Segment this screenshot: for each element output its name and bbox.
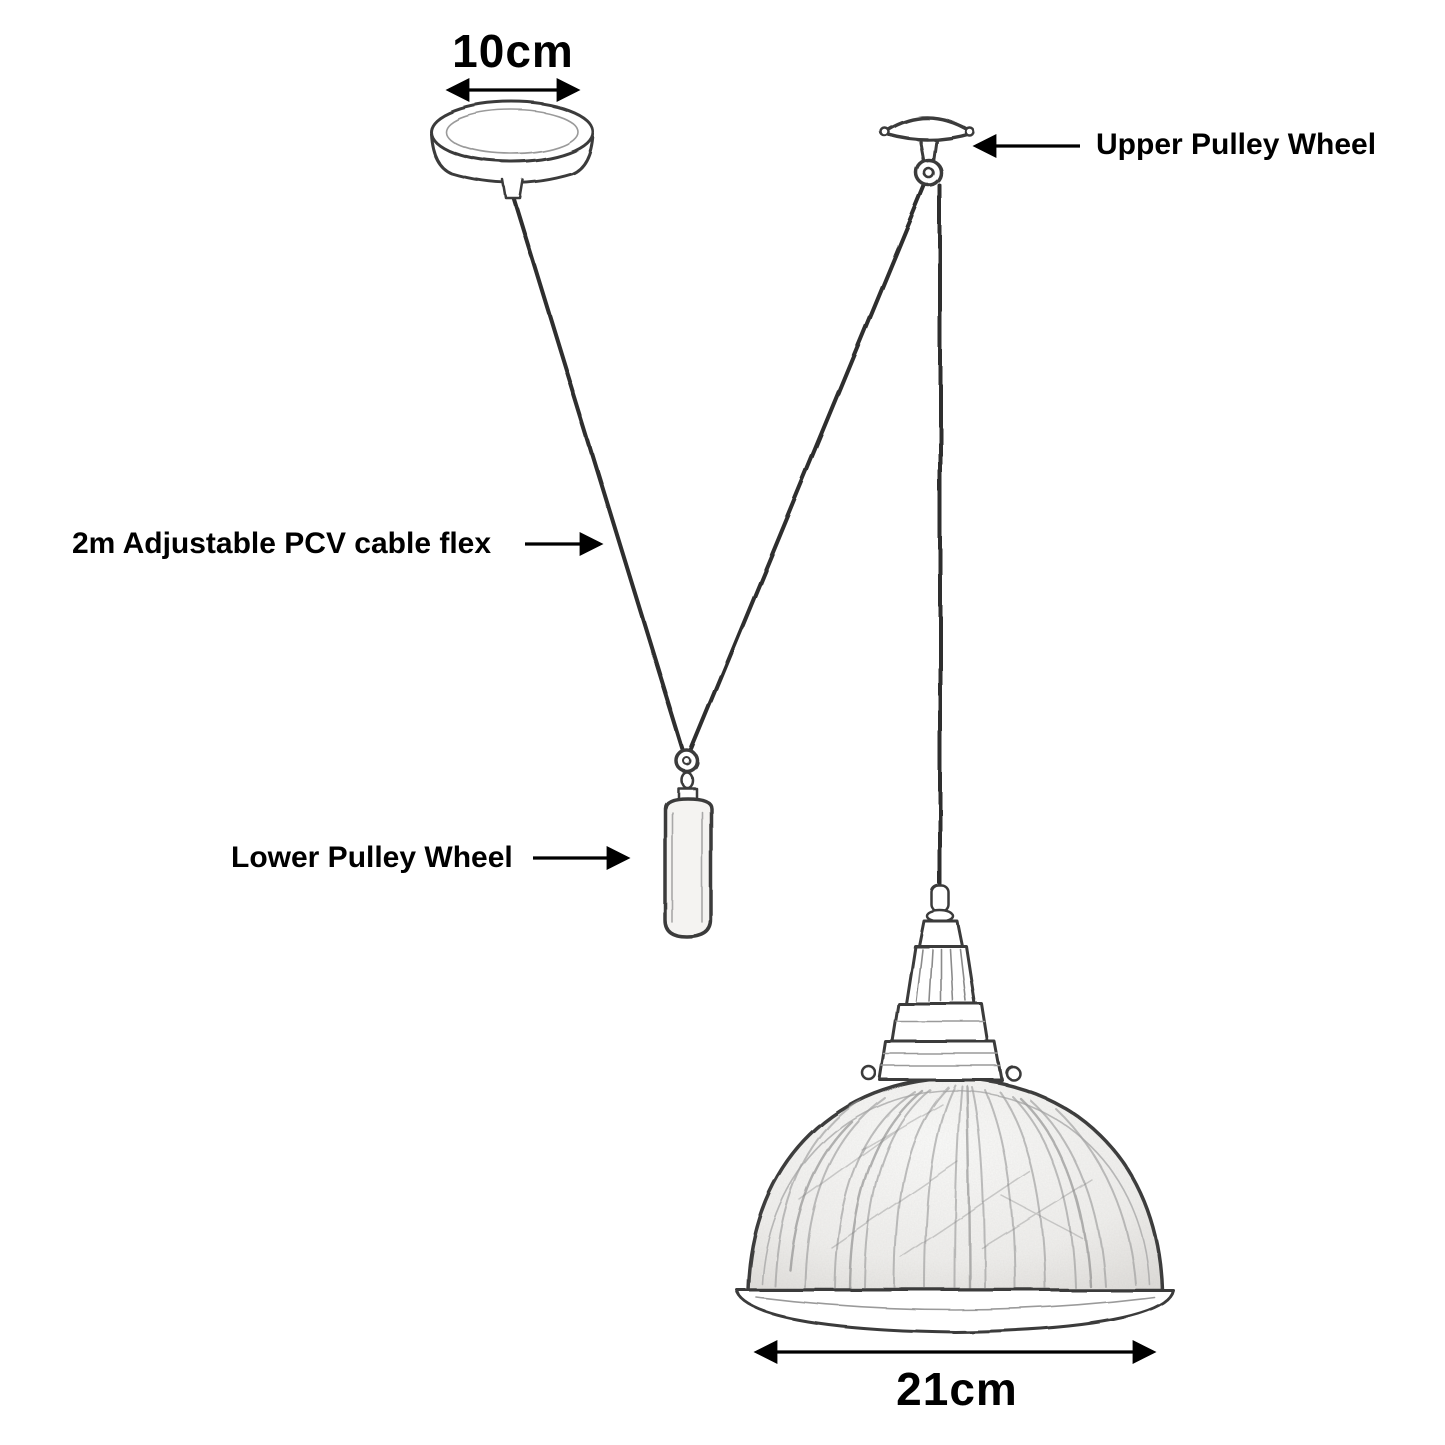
bracket-scroll-left	[878, 125, 890, 137]
shade-width-label: 21cm	[896, 1363, 1018, 1415]
pendant-lamp	[735, 884, 1175, 1334]
ceiling-rose	[429, 100, 595, 200]
cable-flex-label: 2m Adjustable PCV cable flex	[72, 527, 492, 560]
shade-rim	[735, 1288, 1175, 1334]
canopy-width-label: 10cm	[452, 25, 574, 77]
lower-pulley-weight	[663, 748, 713, 939]
cord-grip	[930, 884, 951, 914]
upper-pulley	[878, 115, 975, 188]
upper-pulley-label: Upper Pulley Wheel	[1096, 128, 1377, 161]
annotation-arrows	[445, 78, 1157, 1364]
shade-gallery	[878, 1040, 1004, 1082]
cable-left	[511, 194, 686, 755]
gallery-screw-left	[861, 1065, 877, 1081]
counterweight-cylinder	[663, 796, 713, 939]
gallery-screw-right	[1005, 1065, 1021, 1081]
cable-right	[688, 178, 929, 755]
shade-texture	[748, 1078, 1162, 1290]
lower-pulley-label: Lower Pulley Wheel	[231, 841, 513, 874]
weight-link	[680, 771, 694, 789]
pulley-cables	[511, 178, 942, 897]
bracket-scroll-right	[963, 125, 975, 137]
